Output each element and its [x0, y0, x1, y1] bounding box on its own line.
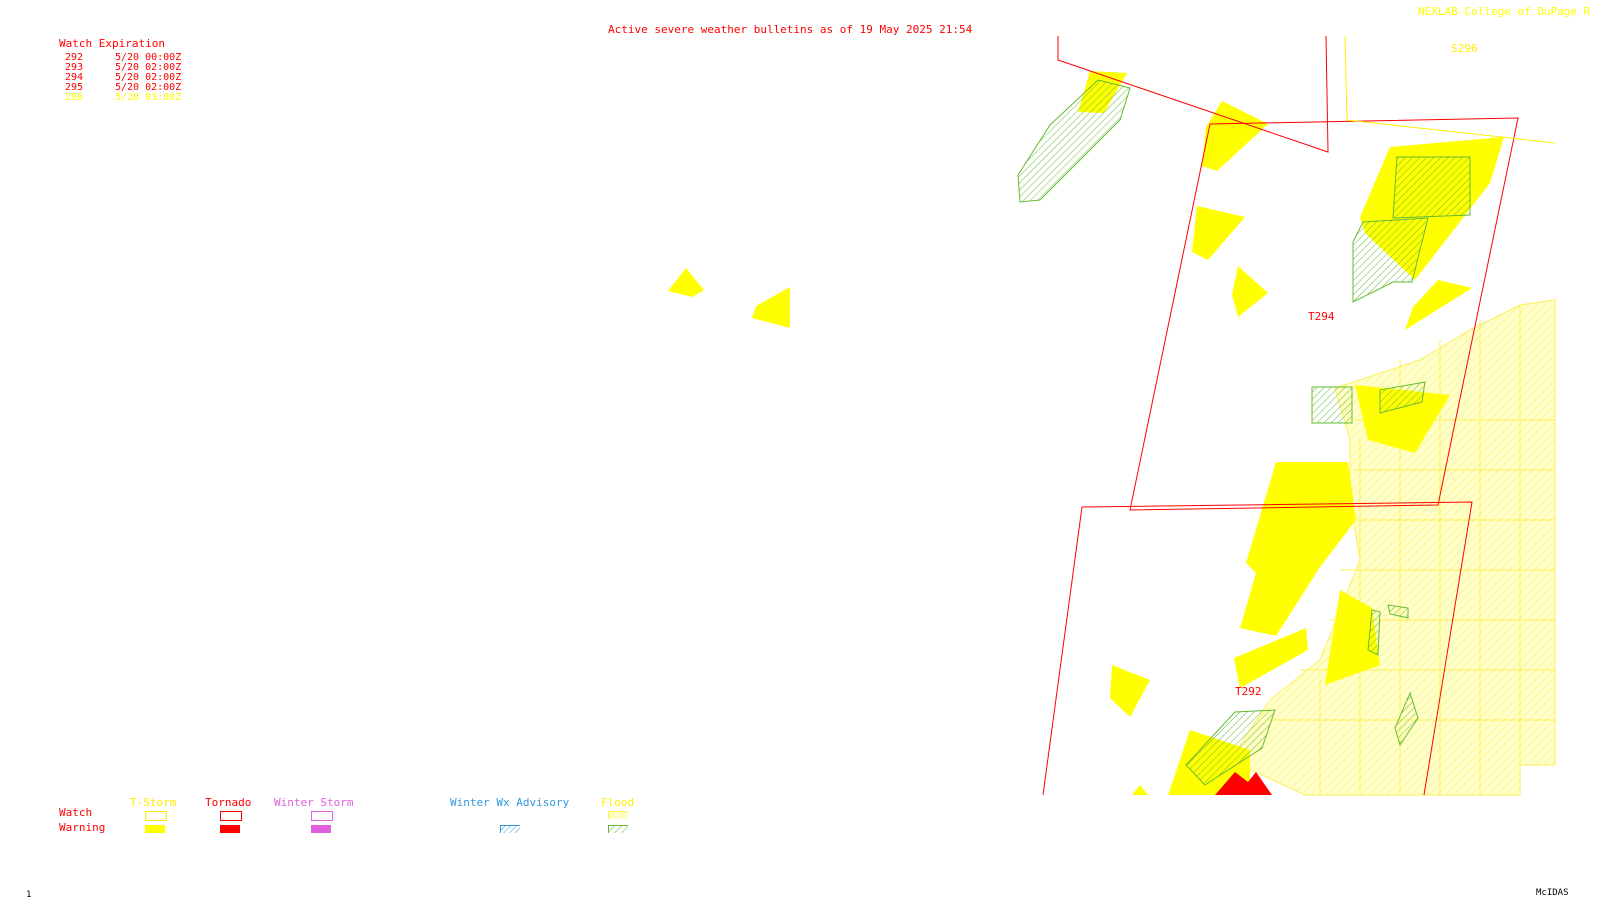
flood-warnings — [1017, 79, 1471, 786]
frame-number: 1 — [26, 890, 32, 900]
watch-row: 292 5/20 00:00Z — [65, 53, 181, 63]
watch-expires: 5/20 02:00Z — [115, 72, 182, 83]
legend-winter-wx-advisory-label: Winter Wx Advisory — [450, 796, 570, 809]
legend-tornado-label: Tornado — [205, 796, 252, 809]
watch-number: 294 — [65, 72, 84, 83]
watch-expires: 5/20 02:00Z — [115, 82, 182, 93]
watch-row: 293 5/20 02:00Z — [65, 63, 181, 73]
flood-watch-area — [1229, 299, 1556, 796]
legend-winter-wx-advisory-swatch — [500, 825, 520, 833]
tornado-warning — [1215, 772, 1272, 795]
watch-label-s296: S296 — [1451, 42, 1478, 55]
watch-row: 296 5/20 03:00Z — [65, 93, 181, 103]
legend-tornado-warning-swatch — [220, 825, 240, 833]
legend-flood-label: Flood — [601, 796, 635, 809]
watch-expires: 5/20 03:00Z — [115, 92, 182, 103]
watch-boundaries — [1042, 35, 1556, 796]
watch-number: 295 — [65, 82, 84, 93]
legend-tstorm-watch-swatch — [145, 811, 167, 821]
legend-row-watch: Watch — [59, 806, 93, 819]
watch-label-t294: T294 — [1308, 310, 1335, 323]
watch-expiration-heading: Watch Expiration — [59, 37, 165, 50]
bulletin-title: Active severe weather bulletins as of 19… — [608, 23, 973, 36]
software-label: McIDAS — [1536, 888, 1569, 898]
watch-number: 293 — [65, 62, 84, 73]
watch-row: 295 5/20 02:00Z — [65, 83, 181, 93]
legend-tstorm-warning-swatch — [145, 825, 165, 833]
legend-winter-storm-warning-swatch — [311, 825, 331, 833]
legend-row-warning: Warning — [59, 821, 106, 834]
legend-winter-storm-label: Winter Storm — [274, 796, 354, 809]
legend-flood-watch-swatch — [608, 811, 628, 819]
legend-tornado-watch-swatch — [220, 811, 242, 821]
legend-flood-warning-swatch — [608, 825, 628, 833]
watch-label-t292: T292 — [1235, 685, 1262, 698]
legend-winter-storm-watch-swatch — [311, 811, 333, 821]
watch-number: 296 — [65, 92, 84, 103]
watch-row: 294 5/20 02:00Z — [65, 73, 181, 83]
credit-label: NEXLAB-College of DuPage R — [1418, 5, 1591, 18]
watch-expires: 5/20 02:00Z — [115, 62, 182, 73]
watch-number: 292 — [65, 52, 84, 63]
watch-expires: 5/20 00:00Z — [115, 52, 182, 63]
legend-tstorm-label: T-Storm — [130, 796, 177, 809]
